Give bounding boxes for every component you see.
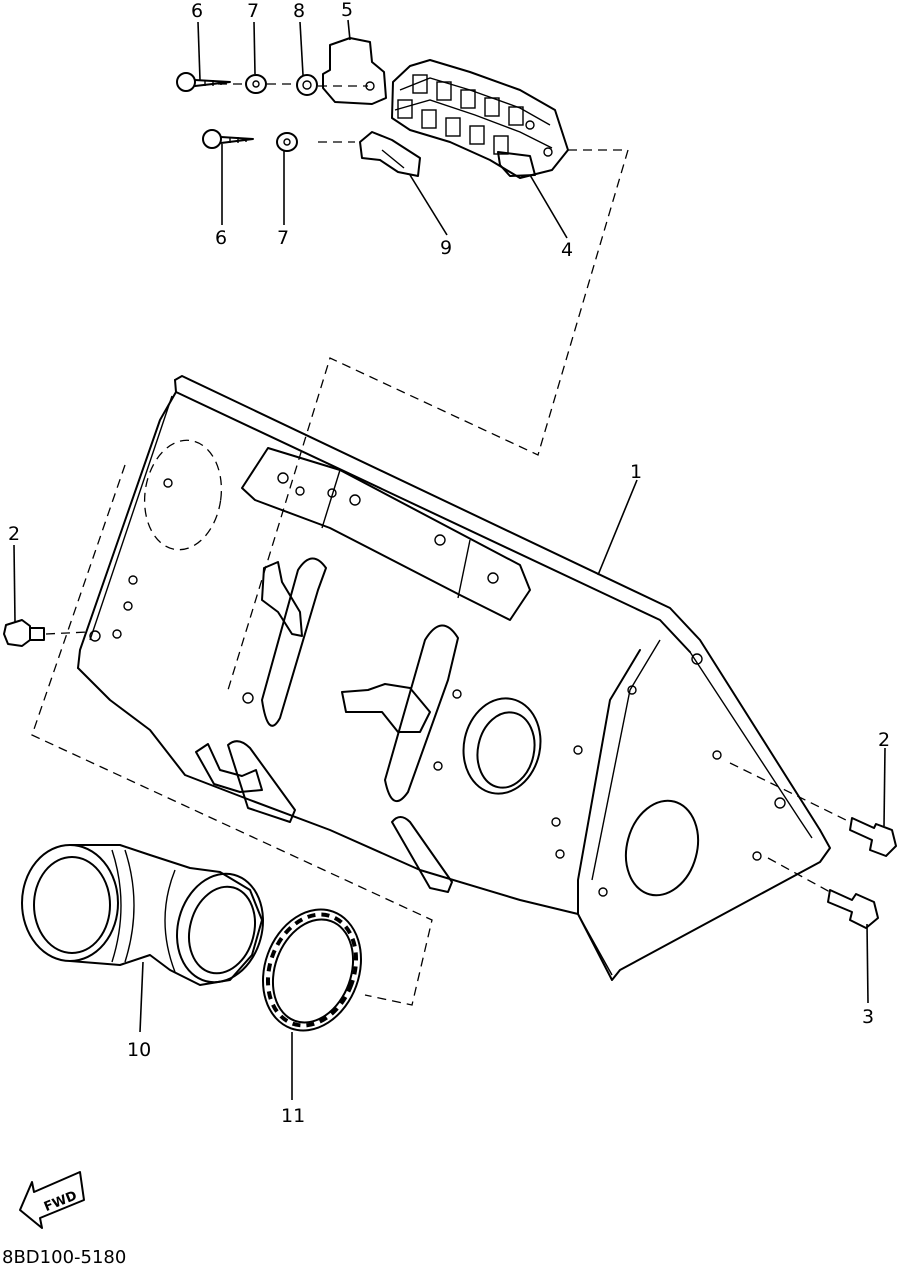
callout-6-bottom: 6 bbox=[215, 227, 227, 249]
leader-lines bbox=[13, 19, 886, 1100]
callout-1: 1 bbox=[630, 461, 642, 483]
callout-8: 8 bbox=[293, 0, 305, 22]
reference-code: 8BD100-5180 bbox=[2, 1247, 126, 1267]
washer-part-7-bottom bbox=[276, 132, 298, 152]
callout-5: 5 bbox=[341, 0, 353, 21]
clamp-part-9 bbox=[359, 131, 421, 177]
callout-11: 11 bbox=[281, 1105, 305, 1127]
screw-part-6-bottom bbox=[202, 129, 254, 149]
callout-4: 4 bbox=[561, 239, 573, 261]
callout-7-top: 7 bbox=[247, 0, 259, 22]
callout-9: 9 bbox=[440, 237, 452, 259]
bolt-part-2-right bbox=[849, 817, 897, 857]
callout-labels: 6 7 8 5 6 7 9 4 1 2 2 3 10 11 bbox=[8, 0, 890, 1127]
bracket-part-5 bbox=[322, 37, 387, 105]
callout-2-left: 2 bbox=[8, 523, 20, 545]
callout-3: 3 bbox=[862, 1006, 874, 1028]
bolt-part-2-left bbox=[3, 619, 45, 647]
gasket-ring bbox=[262, 908, 362, 1032]
bolt-part-3 bbox=[827, 889, 879, 929]
callout-2-right: 2 bbox=[878, 729, 890, 751]
forward-arrow-icon: FWD bbox=[19, 1171, 85, 1229]
callout-7-bottom: 7 bbox=[277, 227, 289, 249]
main-panel bbox=[77, 375, 831, 981]
nut-part-8 bbox=[296, 74, 318, 96]
screw-part-6-top bbox=[176, 72, 231, 92]
washer-part-7-top bbox=[245, 74, 267, 94]
callout-10: 10 bbox=[127, 1039, 151, 1061]
terminal-block bbox=[391, 59, 569, 179]
assembly-lines bbox=[31, 83, 851, 1006]
callout-6-top: 6 bbox=[191, 0, 203, 22]
duct-boot bbox=[21, 844, 264, 986]
